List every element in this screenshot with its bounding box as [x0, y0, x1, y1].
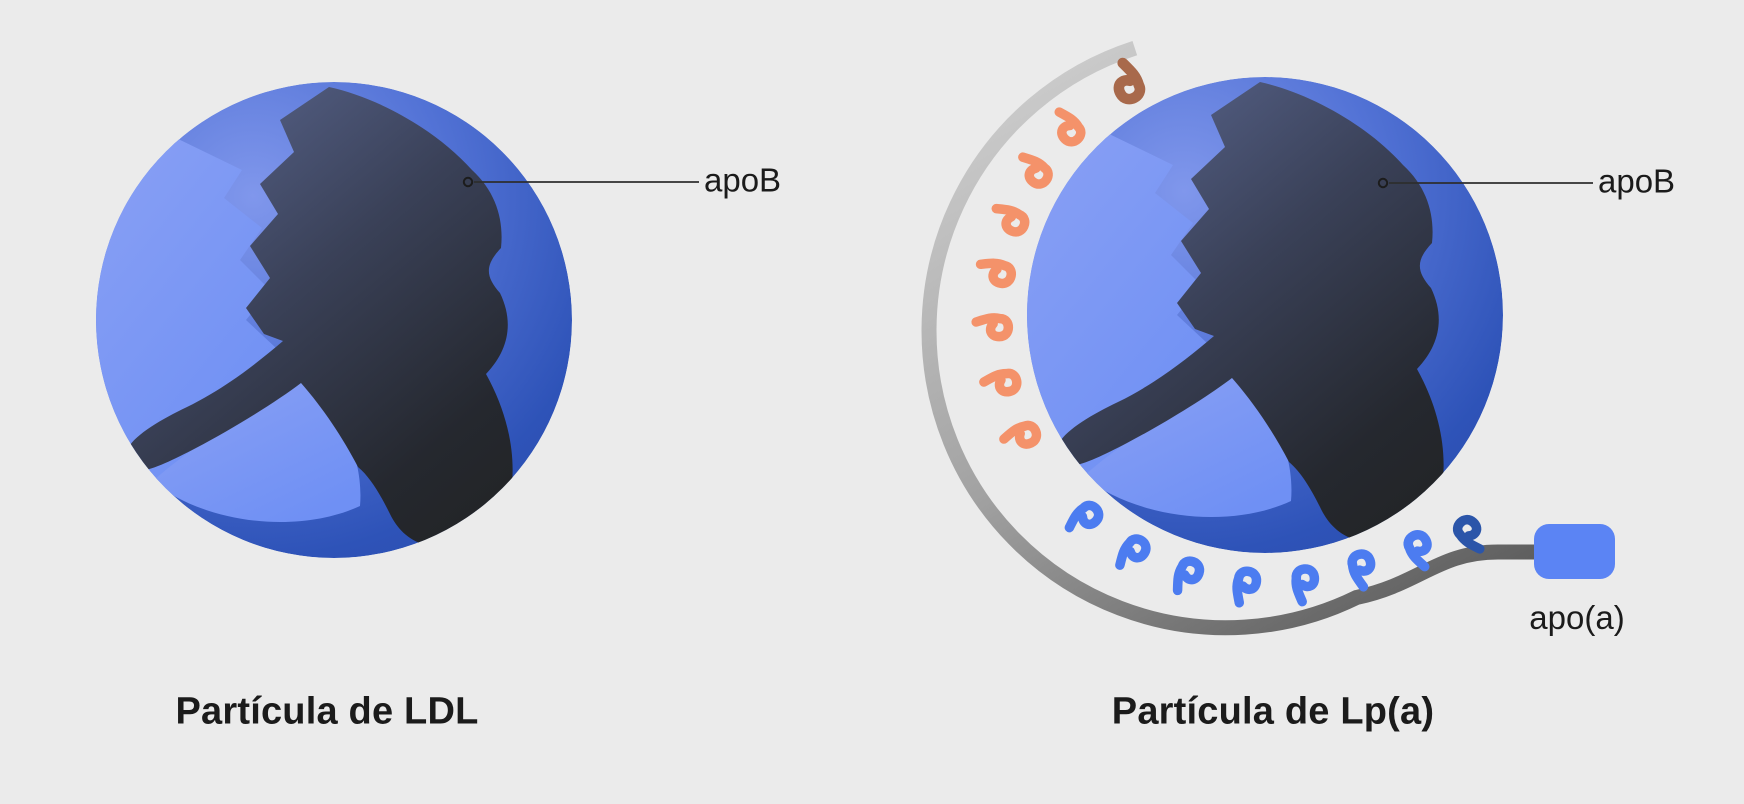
ldl-apob-marker-icon — [462, 176, 474, 188]
lpa-apob-leader — [1377, 177, 1593, 189]
ldl-sphere — [72, 82, 572, 558]
lpa-particle — [921, 40, 1615, 636]
lpa-apob-marker-icon — [1377, 177, 1389, 189]
ldl-particle — [72, 82, 699, 558]
apoa-terminal-box — [1534, 524, 1615, 579]
ldl-apob-leader — [462, 176, 699, 188]
apoa-strand — [921, 40, 1536, 636]
lpa-sphere — [1003, 77, 1503, 553]
kringle-brown-icon — [1108, 61, 1144, 103]
